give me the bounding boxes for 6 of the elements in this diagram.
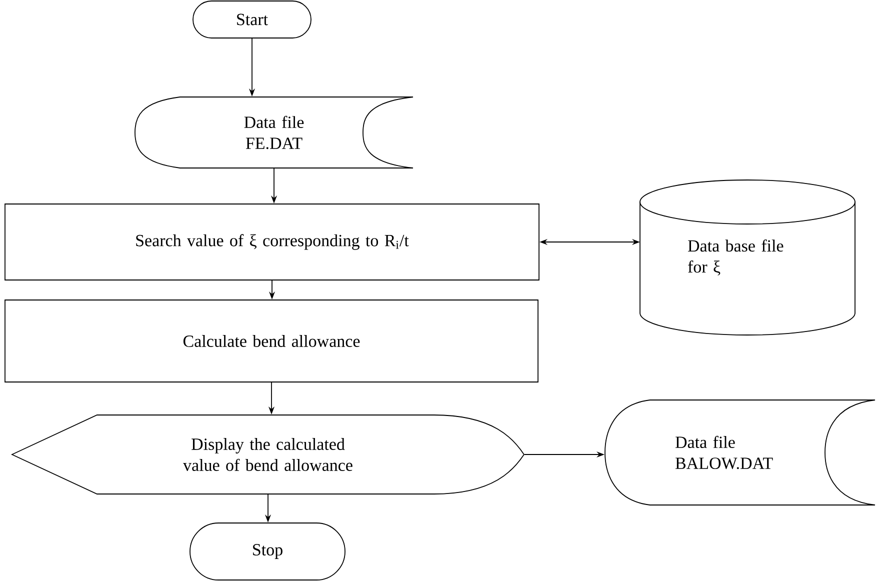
database-cylinder: Data base file for ξ — [640, 180, 856, 336]
node-label: Data base file for ξ — [688, 240, 784, 276]
process-box: Calculate bend allowance — [4, 300, 538, 382]
stored-data-shape: Data file BALOW.DAT — [604, 400, 876, 506]
stored-data-shape: Data file FE.DAT — [134, 96, 414, 168]
process-box: Search value of ξ corresponding to R$_{i}$/t — [4, 204, 540, 280]
